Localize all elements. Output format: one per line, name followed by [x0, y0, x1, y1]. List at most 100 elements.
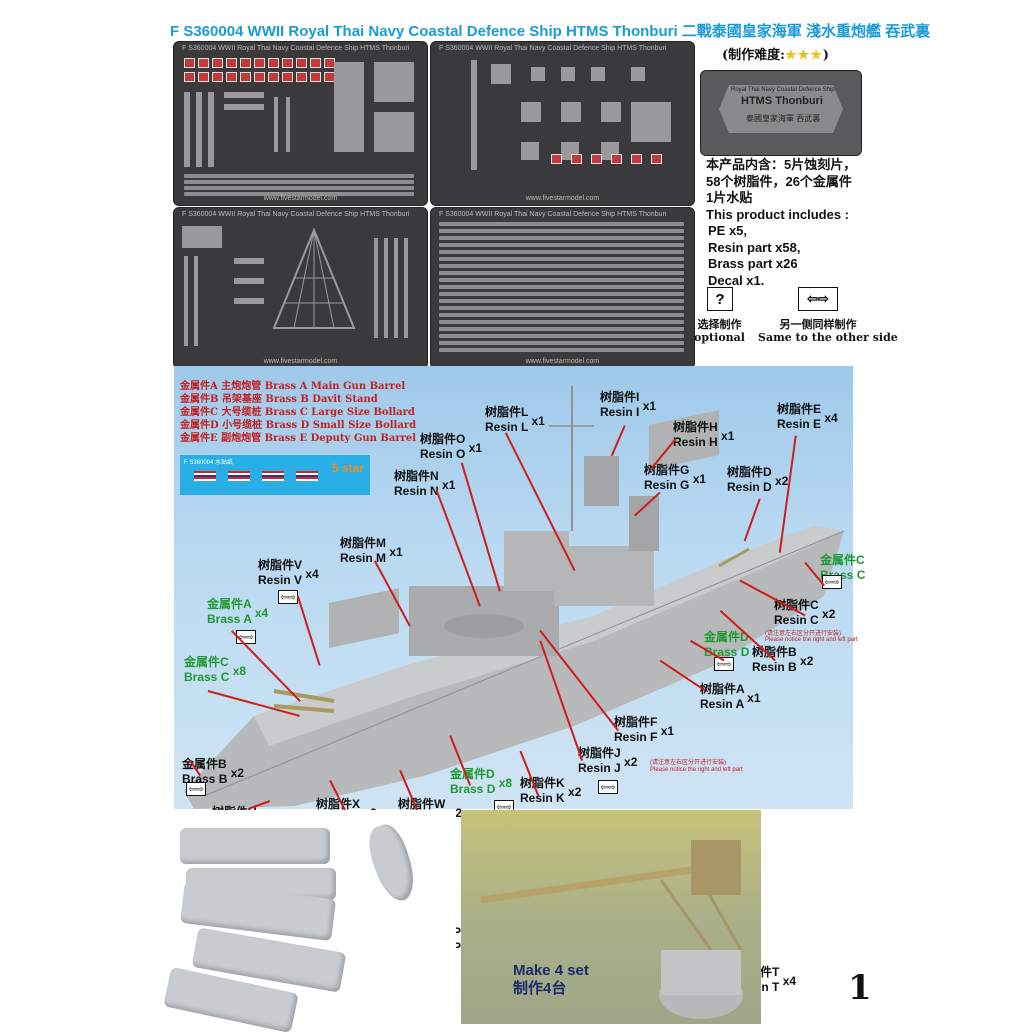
pe-part [591, 67, 605, 81]
pe-part [196, 92, 202, 167]
make-set-cn: 制作4台 [513, 980, 567, 997]
callout-cn: 树脂件H [673, 420, 718, 434]
ship-illustration [184, 386, 845, 809]
pe-red-plate [282, 58, 293, 68]
callout-en: Resin A [700, 697, 744, 711]
resin-part-u [180, 828, 330, 864]
pe-part [194, 256, 198, 346]
pe-red-plate [591, 154, 602, 164]
pe-sheet-3-title: F S360004 WWII Royal Thai Navy Coastal D… [182, 211, 410, 218]
make-set-en: Make 4 set [513, 962, 589, 979]
pe-railing-strip [439, 334, 684, 338]
decal-flag [296, 471, 318, 481]
pe-red-plate [651, 154, 662, 164]
pe-part [334, 62, 364, 152]
pe-railing-strip [439, 320, 684, 324]
resin-boat-p [362, 820, 422, 906]
pe-railing-strip [184, 192, 414, 196]
pe-part [394, 238, 398, 338]
callout-cn: 树脂件J [578, 746, 621, 760]
callout-cn: 树脂件W [398, 797, 446, 811]
resin-j-note-en: Please notice the right and left part [650, 767, 743, 773]
pe-part [521, 102, 541, 122]
callout-cn: 树脂件X [316, 797, 361, 811]
pe-red-plate [184, 58, 195, 68]
includes-cn-1: 本产品内含：5片蚀刻片， [706, 157, 857, 172]
pe-red-plate [296, 58, 307, 68]
pe-red-plate [212, 72, 223, 82]
decal-logo: 5 star [332, 461, 365, 475]
callout-cn: 金属件D [704, 630, 749, 644]
pe-railing-strip [184, 186, 414, 190]
difficulty-close: ) [822, 48, 830, 63]
callout-cn: 金属件D [450, 767, 495, 781]
product-includes: 本产品内含：5片蚀刻片， 58个树脂件，26个金属件 1片水贴 This pro… [706, 157, 876, 289]
resin-c-note: (请注意左右区分开进行安装) [765, 631, 841, 637]
pe-red-plate [254, 72, 265, 82]
callout-qty: x4 [254, 606, 269, 620]
callout-qty: x2 [624, 755, 638, 769]
pe-red-plate [240, 72, 251, 82]
callout-qty: x8 [498, 776, 513, 790]
callout-en: Resin N [394, 484, 439, 498]
callout-qty: x2 [775, 474, 789, 488]
legend-d: 金属件D 小号缆桩 Brass D Small Size Bollard [180, 420, 417, 431]
pe-railing-strip [439, 306, 684, 310]
make-set-note: Make 4 set 制作4台 [513, 962, 589, 998]
pe-railing-strip [439, 264, 684, 268]
mirror-side-icon: ⇦⇨ [598, 780, 618, 794]
callout-cn: 树脂件F [614, 715, 658, 729]
callout-en: Resin V [258, 573, 303, 587]
mirror-en: Same to the other side [758, 331, 898, 344]
deputy-gun-photo [461, 810, 761, 1024]
includes-cn-3: 1片水贴 [706, 190, 753, 205]
ship-model-photo: 金属件A 主炮炮管 Brass A Main Gun Barrel 金属件B 吊… [174, 366, 853, 809]
pe-red-plate [310, 72, 321, 82]
callout-cn: 树脂件M [340, 536, 386, 550]
callout-cn: 金属件A [207, 597, 252, 611]
includes-en-2: PE x5, [708, 223, 748, 238]
callout-qty: x4 [305, 567, 319, 581]
pe-sheet-4-title: F S360004 WWII Royal Thai Navy Coastal D… [439, 211, 667, 218]
legend-b: 金属件B 吊架基座 Brass B Davit Stand [180, 394, 378, 405]
callout-en: Resin B [752, 660, 797, 674]
includes-en-4: Brass part x26 [708, 256, 798, 271]
callout-qty: x1 [442, 478, 456, 492]
pe-railing-strip [184, 180, 414, 184]
pe-part [286, 97, 290, 152]
pe-part [234, 298, 264, 304]
callout-en: Brass C [184, 670, 230, 684]
brass-legend: 金属件A 主炮炮管 Brass A Main Gun Barrel 金属件B 吊… [180, 380, 417, 445]
includes-en-1: This product includes : [706, 206, 850, 222]
decal-sheet: F S360004 水贴纸 5 star [180, 455, 370, 495]
mirror-side-icon: ⇦⇨ [714, 657, 734, 671]
includes-en-5: Decal x1. [708, 272, 765, 288]
callout-qty: x1 [692, 472, 707, 486]
pe-red-plate [240, 58, 251, 68]
decal-flag [194, 471, 216, 481]
pe-railing-strip [439, 299, 684, 303]
callout-en: Resin I [600, 405, 640, 419]
pe-sheet-2-site: www.fivestarmodel.com [525, 195, 600, 202]
pe-sheet-1-site: www.fivestarmodel.com [263, 195, 338, 202]
pe-part [374, 112, 414, 152]
pe-red-plate [310, 58, 321, 68]
callout-qty: x1 [747, 691, 761, 705]
pe-railing-strip [439, 222, 684, 226]
callout-qty: x1 [660, 724, 675, 738]
pe-red-plate [268, 72, 279, 82]
pe-part [274, 97, 278, 152]
callout-cn: 树脂件A [700, 682, 745, 696]
pe-part [521, 142, 539, 160]
pe-red-plate [551, 154, 562, 164]
mirror-side-icon: ⇦⇨ [798, 287, 838, 311]
resin-j-note: (请注意左右区分开进行安装) [650, 760, 726, 766]
pe-part [631, 102, 671, 142]
pe-part [531, 67, 545, 81]
